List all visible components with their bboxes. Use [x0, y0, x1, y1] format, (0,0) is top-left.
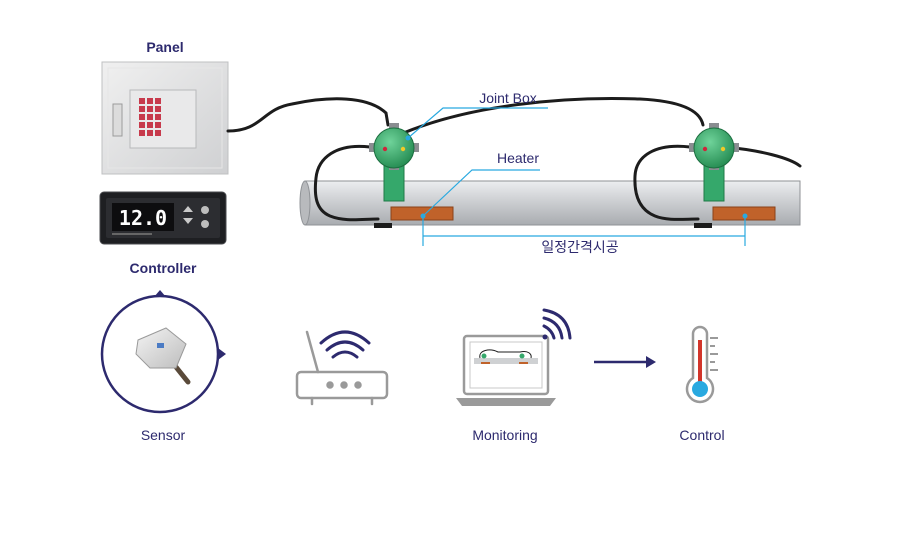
controller-display-value: 12.0: [119, 206, 167, 230]
wifi-router-icon: [295, 330, 389, 406]
panel-box: [101, 61, 229, 175]
heater-pad-2: [712, 206, 776, 221]
spacing-dimension: [422, 213, 748, 246]
heater-pad-1: [390, 206, 454, 221]
sensor-label: Sensor: [141, 427, 186, 443]
laptop-icon: [456, 308, 572, 406]
arrow-right-icon: [594, 356, 656, 368]
spacing-label: 일정간격시공: [541, 239, 618, 255]
control-label: Control: [679, 427, 724, 443]
monitoring-label: Monitoring: [472, 427, 537, 443]
controller-label: Controller: [130, 260, 197, 276]
joint-box-2: [689, 123, 739, 202]
joint-box-label: Joint Box: [479, 90, 537, 106]
joint-box-1: [369, 123, 419, 202]
joint-box-callout: [405, 107, 548, 141]
panel-label: Panel: [146, 39, 183, 55]
controller-device: 12.0: [99, 191, 227, 245]
heater-label: Heater: [497, 150, 539, 166]
thermometer-icon: [685, 325, 718, 404]
sensor-probe: [100, 290, 226, 414]
